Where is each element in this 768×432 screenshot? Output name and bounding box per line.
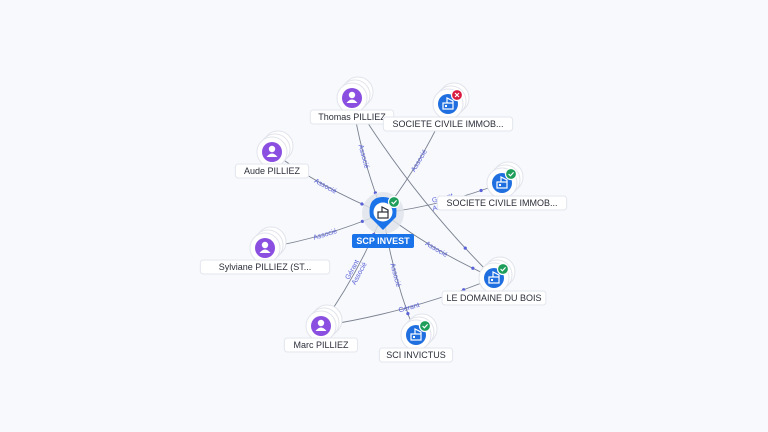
node-label: SOCIETE CIVILE IMMOB... xyxy=(446,198,557,208)
edge-label-text: Associé xyxy=(313,178,338,196)
person-head xyxy=(348,91,356,99)
edge-arrow-center-sci2 xyxy=(479,188,483,193)
building-window xyxy=(413,336,415,338)
person-body xyxy=(346,99,358,103)
person-head xyxy=(261,241,269,249)
edge-label-marc-domaine: Gérant xyxy=(398,302,421,314)
building-top xyxy=(446,97,454,103)
active-check-icon xyxy=(496,262,510,276)
building-top xyxy=(500,176,508,182)
node-label-box xyxy=(378,347,454,363)
person-icon xyxy=(342,88,362,108)
building-base xyxy=(442,102,454,110)
person-body xyxy=(266,153,278,157)
active-check-icon xyxy=(418,319,432,333)
edge-label-thomas-center: Associé xyxy=(357,144,370,170)
edge-label-text: Associé xyxy=(313,228,339,242)
person-node-sylviane[interactable]: Sylviane PILLIEZ (ST... xyxy=(199,226,331,275)
building-icon xyxy=(377,206,389,219)
center-node[interactable]: SCP INVEST xyxy=(352,192,414,248)
building-window xyxy=(499,184,501,186)
edge-arrow-center-domaine xyxy=(471,266,475,270)
node-label: SOCIETE CIVILE IMMOB... xyxy=(392,119,503,129)
building-base xyxy=(377,211,389,219)
building-window xyxy=(491,279,493,281)
nodes-layer: Thomas PILLIEZ Aude PILLIEZ Sylviane PILLI… xyxy=(199,76,568,363)
node-label: SCI INVICTUS xyxy=(386,350,446,360)
node-label: LE DOMAINE DU BOIS xyxy=(446,293,541,303)
edge-label-center-invictus: Associé xyxy=(388,263,401,289)
company-node-invictus[interactable]: SCI INVICTUS xyxy=(378,313,454,363)
building-base xyxy=(496,181,508,189)
node-label-box xyxy=(382,116,514,132)
active-check-icon xyxy=(504,167,518,181)
edge-label-sylviane-center: Associé xyxy=(313,228,339,242)
building-base xyxy=(488,276,500,284)
edge-label-text: Associé xyxy=(410,149,429,174)
node-label: Marc PILLIEZ xyxy=(293,340,349,350)
building-window xyxy=(445,105,447,107)
person-icon xyxy=(255,238,275,258)
active-check-icon xyxy=(387,195,401,209)
edge-label-text: Associé xyxy=(424,240,449,258)
person-node-aude[interactable]: Aude PILLIEZ xyxy=(234,130,310,179)
node-label: Thomas PILLIEZ xyxy=(318,112,386,122)
edge-label-center-domaine: Associé xyxy=(424,240,449,258)
edge-label-text: Associé xyxy=(388,263,401,289)
person-node-marc[interactable]: Marc PILLIEZ xyxy=(283,304,359,353)
person-node-thomas[interactable]: Thomas PILLIEZ xyxy=(309,76,395,125)
building-base xyxy=(410,333,422,341)
check-mark xyxy=(500,266,507,272)
node-label-box xyxy=(199,259,331,275)
x-mark xyxy=(454,92,460,98)
node-label: Sylviane PILLIEZ (ST... xyxy=(219,262,312,272)
check-mark xyxy=(422,323,429,329)
edge-label-text: Gérant xyxy=(398,302,421,314)
edge-arrow-aude-center xyxy=(360,202,364,206)
company-node-sci2[interactable]: SOCIETE CIVILE IMMOB... xyxy=(436,161,568,211)
building-top xyxy=(414,328,422,334)
company-node-sci1[interactable]: SOCIETE CIVILE IMMOB... xyxy=(382,82,514,132)
company-node-domaine[interactable]: LE DOMAINE DU BOIS xyxy=(441,256,547,306)
edge-arrow-thomas-domaine xyxy=(463,246,467,250)
building-top xyxy=(492,271,500,277)
node-label-box xyxy=(441,290,547,306)
building-top xyxy=(381,206,389,212)
person-icon xyxy=(311,316,331,336)
person-body xyxy=(259,249,271,253)
check-mark xyxy=(508,171,515,177)
check-mark xyxy=(391,199,398,205)
edge-label-text: Associé xyxy=(357,144,370,170)
edge-label-center-sci1: Associé xyxy=(410,149,429,174)
node-label-box xyxy=(234,163,310,179)
node-label-box xyxy=(283,337,359,353)
person-head xyxy=(268,145,276,153)
edge-arrow-center-invictus xyxy=(406,312,410,316)
person-head xyxy=(317,319,325,327)
node-label: Aude PILLIEZ xyxy=(244,166,301,176)
node-label-box xyxy=(436,195,568,211)
person-icon xyxy=(262,142,282,162)
person-body xyxy=(315,327,327,331)
edge-label-aude-center: Associé xyxy=(313,178,338,196)
node-label: SCP INVEST xyxy=(356,236,410,246)
edge-arrow-sylviane-center xyxy=(360,219,364,223)
center-label-box xyxy=(352,234,414,248)
